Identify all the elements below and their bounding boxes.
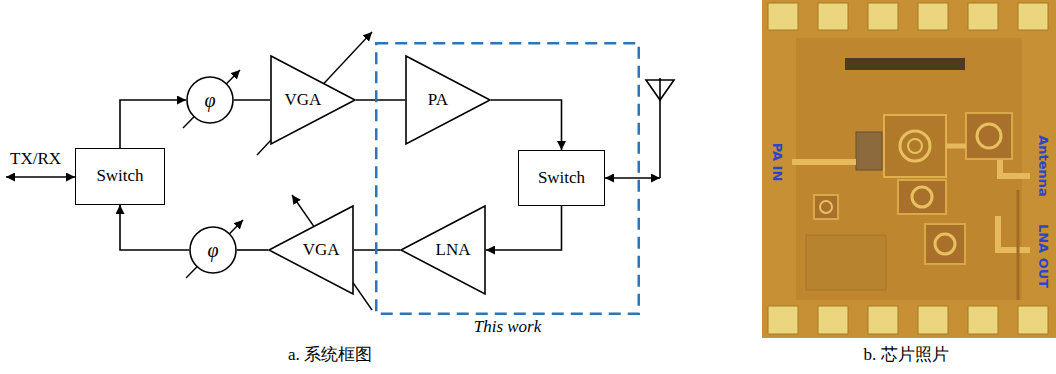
pa-amplifier: PA bbox=[405, 55, 491, 145]
bond-pad bbox=[768, 306, 798, 334]
signal-connector bbox=[356, 99, 405, 101]
antenna-symbol bbox=[646, 80, 674, 100]
lna-amplifier: LNA bbox=[400, 205, 486, 295]
transmission-line bbox=[998, 216, 1030, 250]
bond-pad bbox=[918, 3, 948, 30]
text-holder: This work bbox=[375, 318, 640, 337]
phase-shifter-shape bbox=[190, 227, 236, 273]
bond-pad bbox=[868, 3, 898, 30]
port-label: TX/RX bbox=[10, 150, 61, 169]
panel-caption: b. 芯片照片 bbox=[864, 346, 949, 365]
pa-amplifier-text: PA bbox=[428, 91, 448, 110]
text-holder: φ bbox=[189, 226, 237, 274]
pin-label: LNA OUT bbox=[1036, 224, 1050, 288]
transmission-line bbox=[792, 159, 856, 165]
switch-box-text: Switch bbox=[96, 167, 143, 186]
this-work-region-text: This work bbox=[474, 318, 542, 337]
text-holder: VGA bbox=[270, 55, 332, 145]
lna-amplifier-shape bbox=[401, 206, 485, 294]
vga-amplifier-shape bbox=[269, 206, 353, 294]
tuning-arrow bbox=[183, 70, 240, 128]
bond-pad bbox=[968, 306, 998, 334]
inductor-block bbox=[884, 115, 946, 177]
bond-pad bbox=[768, 3, 798, 30]
bond-pad bbox=[818, 306, 848, 334]
spiral-inductor bbox=[977, 124, 1001, 148]
spiral-inductor bbox=[908, 139, 922, 153]
spiral-inductor bbox=[900, 131, 930, 161]
bias-network bbox=[806, 235, 886, 290]
transmission-line bbox=[1000, 160, 1030, 176]
pa-amplifier-shape bbox=[406, 56, 490, 144]
signal-connector bbox=[486, 206, 562, 250]
signal-connector bbox=[120, 205, 189, 250]
bond-pad bbox=[1018, 3, 1048, 30]
gain-control-arrow bbox=[257, 32, 372, 155]
panel-caption: a. 系统框图 bbox=[288, 346, 372, 365]
spiral-inductor bbox=[935, 234, 955, 254]
inductor-block bbox=[966, 113, 1012, 159]
text-holder: Switch bbox=[76, 149, 164, 204]
chip-core bbox=[796, 38, 1022, 300]
text-holder: LNA bbox=[424, 205, 486, 295]
vga-amplifier-shape bbox=[271, 56, 355, 144]
signal-connector bbox=[120, 100, 186, 148]
antenna-feed bbox=[659, 78, 661, 178]
bond-pad bbox=[918, 306, 948, 334]
spiral-inductor bbox=[820, 201, 832, 213]
text-holder: Switch bbox=[519, 151, 604, 205]
inductor-block bbox=[814, 195, 838, 219]
text-holder: φ bbox=[186, 76, 234, 124]
vga-amplifier: VGA bbox=[268, 205, 354, 295]
text-holder: PA bbox=[405, 55, 467, 145]
switch-box: Switch bbox=[518, 150, 605, 206]
signal-connector bbox=[234, 99, 270, 101]
spiral-inductor bbox=[912, 187, 932, 207]
vga-amplifier-text: VGA bbox=[285, 91, 322, 110]
inductor-block bbox=[925, 224, 965, 264]
bond-pad bbox=[818, 3, 848, 30]
bond-pad bbox=[968, 3, 998, 30]
antenna-arrow bbox=[605, 177, 660, 179]
signal-connector bbox=[491, 100, 562, 150]
phase-shifter-text: φ bbox=[204, 89, 215, 111]
phase-shifter-text: φ bbox=[207, 239, 218, 261]
transistor-array bbox=[856, 132, 882, 170]
lna-amplifier-text: LNA bbox=[436, 241, 471, 260]
phase-shifter-shape bbox=[187, 77, 233, 123]
gain-control-arrow bbox=[292, 195, 372, 310]
signal-connector bbox=[237, 249, 268, 251]
bond-pad bbox=[1018, 306, 1048, 334]
phase-shifter: φ bbox=[186, 76, 234, 124]
capacitor-bank bbox=[845, 58, 965, 70]
chip-die bbox=[762, 0, 1056, 338]
transmission-line bbox=[946, 144, 966, 149]
this-work-region-shape bbox=[376, 43, 639, 314]
switch-box-text: Switch bbox=[538, 169, 585, 188]
switch-box: Switch bbox=[75, 148, 165, 205]
this-work-region: This workPASwitchLNA bbox=[375, 42, 640, 315]
pin-label: PA IN bbox=[770, 143, 784, 182]
tuning-arrow bbox=[186, 220, 243, 278]
inductor-block bbox=[898, 180, 946, 214]
vga-amplifier-text: VGA bbox=[303, 241, 340, 260]
vga-amplifier: VGA bbox=[270, 55, 356, 145]
pin-label: Antenna bbox=[1036, 135, 1050, 197]
phase-shifter: φ bbox=[189, 226, 237, 274]
port-arrow bbox=[6, 176, 75, 178]
ground-line bbox=[1017, 190, 1020, 300]
bond-pad bbox=[868, 306, 898, 334]
text-holder: VGA bbox=[292, 205, 354, 295]
